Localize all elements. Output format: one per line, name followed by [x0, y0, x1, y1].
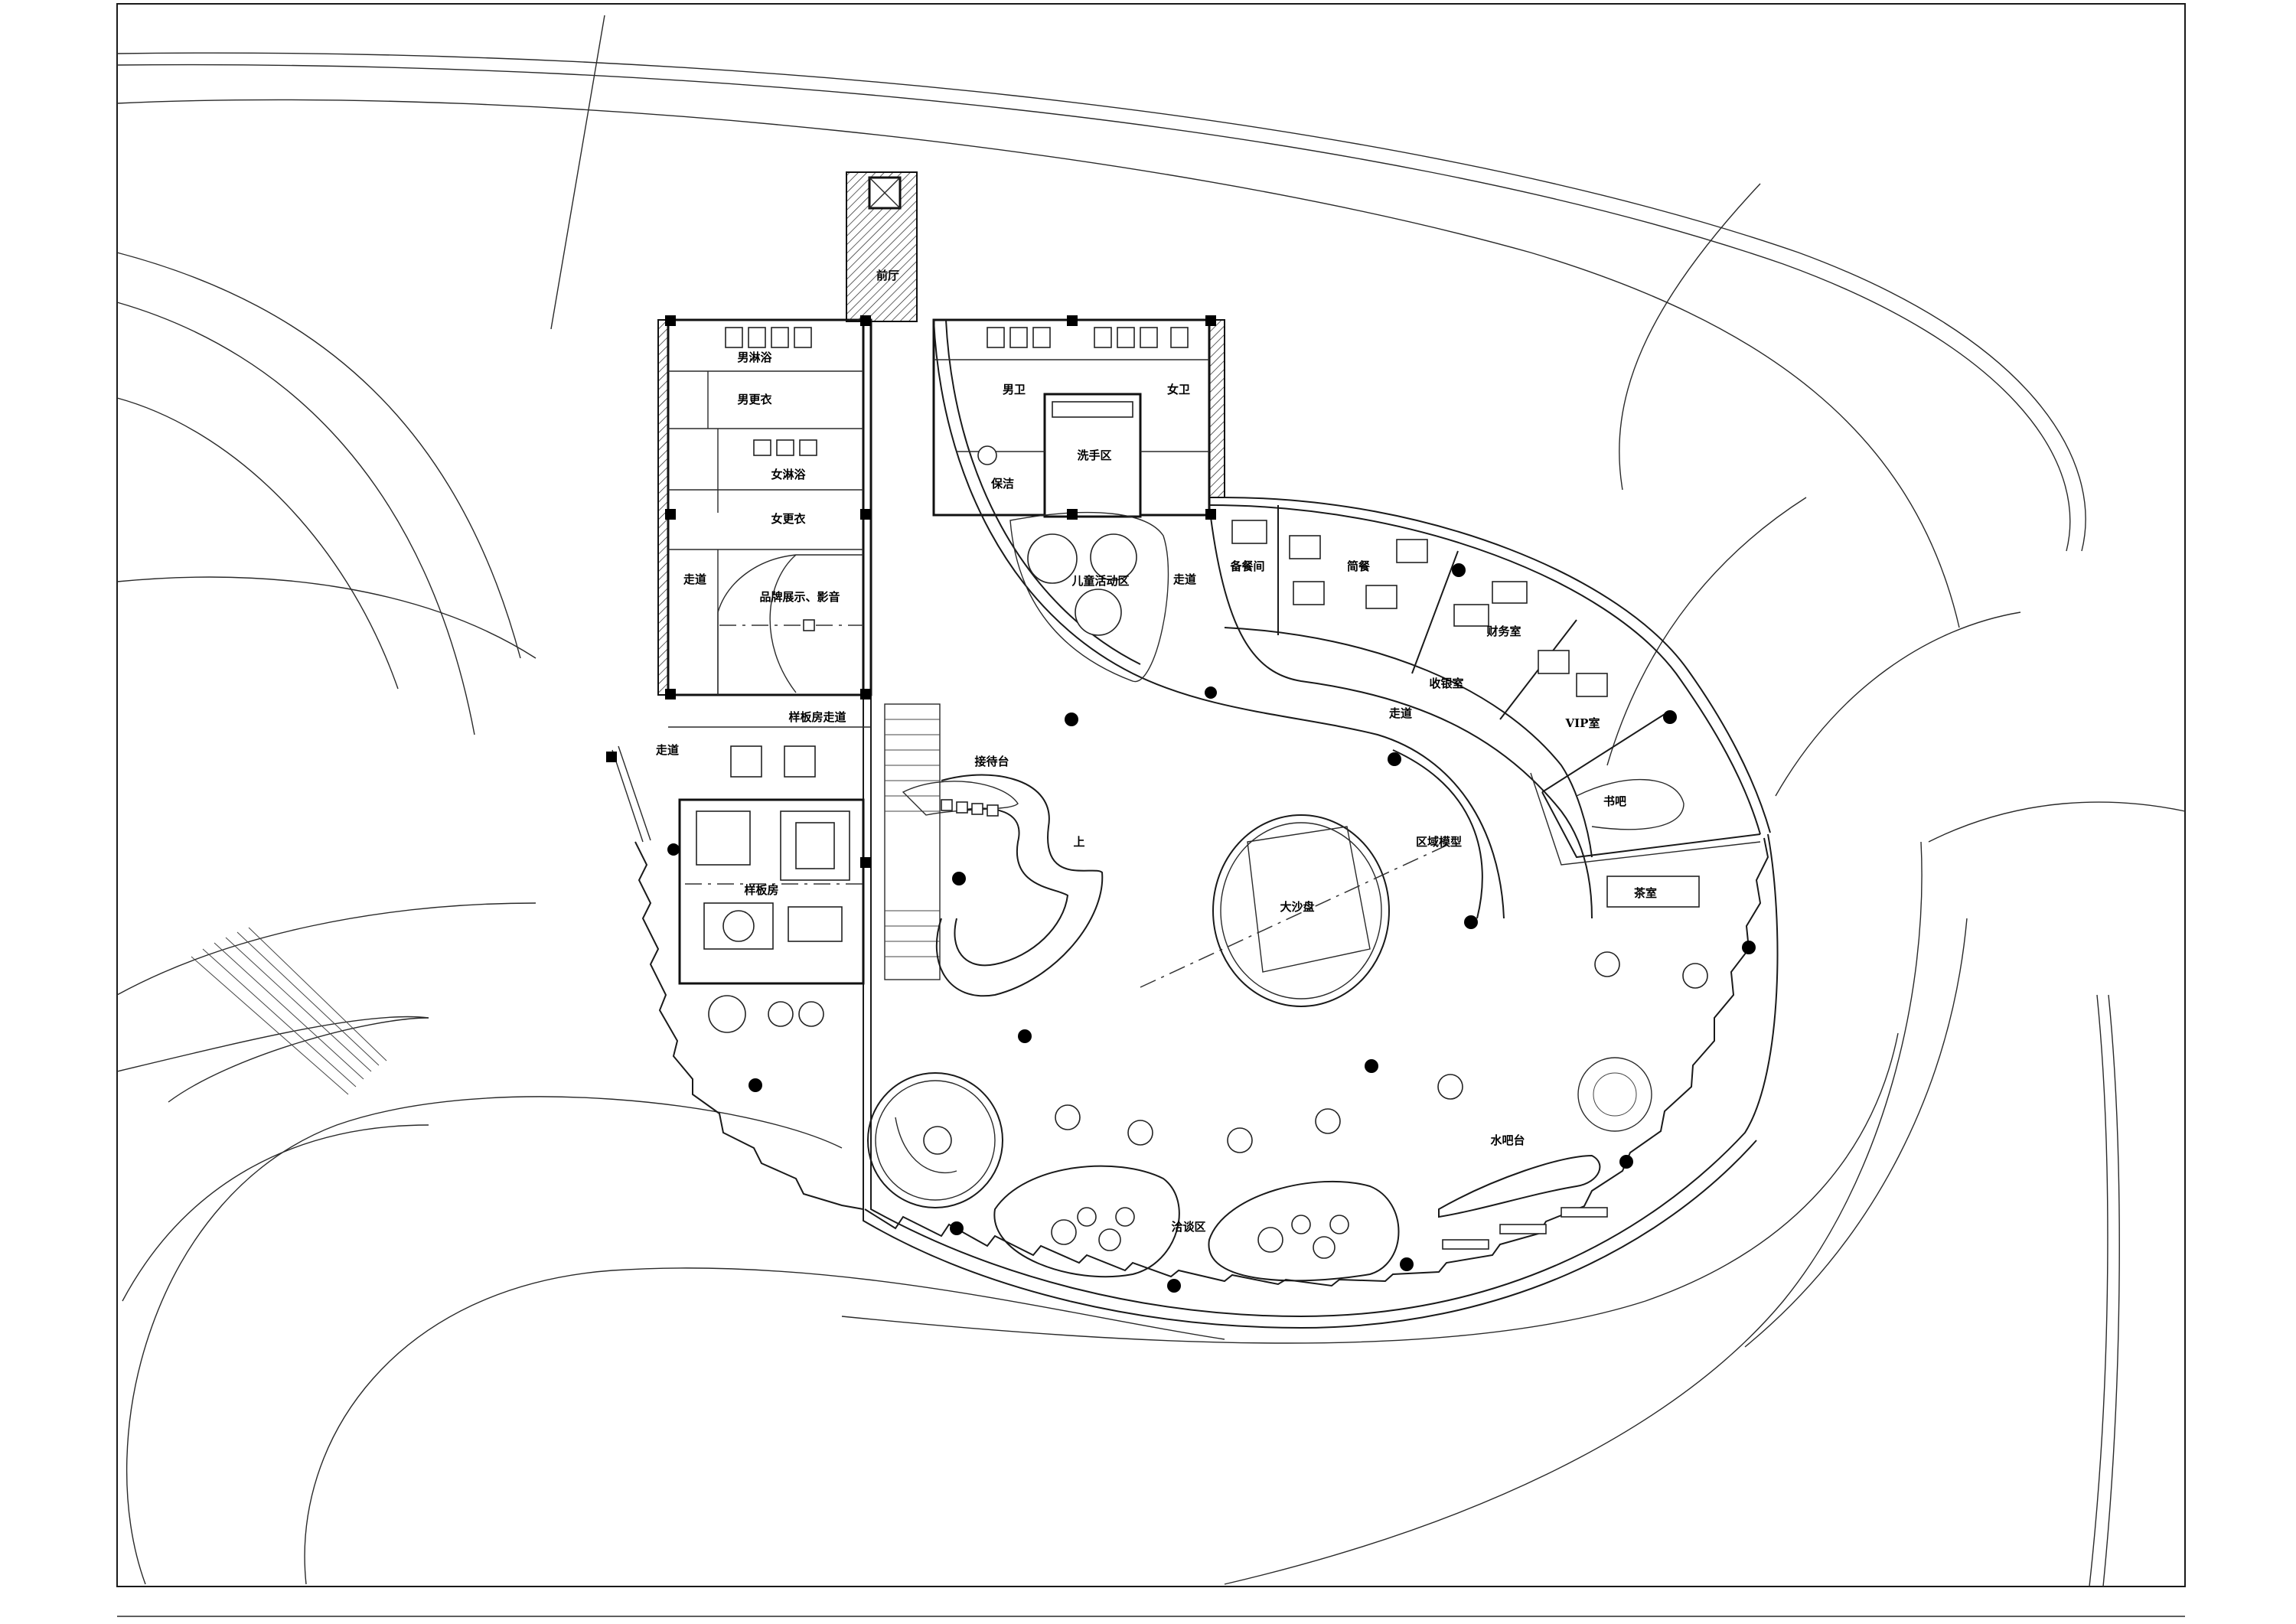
label-water-bar: 水吧台	[1490, 1133, 1525, 1147]
label-corridor-e: 走道	[1389, 706, 1412, 720]
label-pantry: 备餐间	[1229, 559, 1264, 573]
label-vip: VIP室	[1565, 716, 1600, 730]
label-corridor-c: 走道	[1173, 572, 1196, 586]
structural-columns	[606, 315, 1756, 1293]
site-curves	[116, 15, 2186, 1587]
drawing-frame	[116, 3, 2186, 1587]
label-corridor-w1: 走道	[683, 572, 706, 586]
toilet-partitions	[934, 327, 1209, 518]
label-staff-dining: 简餐	[1347, 559, 1371, 573]
label-sandtable: 大沙盘	[1280, 900, 1314, 914]
label-women-shower: 女淋浴	[771, 468, 806, 481]
negotiation-pods	[993, 1165, 1400, 1282]
building-outline	[612, 171, 1779, 1329]
label-model-room: 样板房	[744, 883, 778, 897]
label-negotiation: 洽谈区	[1171, 1220, 1205, 1234]
label-lobby-elev: 前厅	[876, 269, 899, 282]
label-bookbar: 书吧	[1603, 794, 1626, 808]
label-men-shower: 男淋浴	[737, 351, 772, 364]
label-wash-area: 洗手区	[1077, 448, 1111, 462]
kids-area-furniture	[1009, 511, 1169, 682]
central-features	[867, 703, 1483, 1208]
label-finance: 财务室	[1486, 624, 1521, 638]
label-cashier: 收银室	[1429, 677, 1463, 690]
label-women-wc: 女卫	[1167, 383, 1190, 396]
label-reception: 接待台	[974, 755, 1009, 768]
label-brand-show: 品牌展示、影音	[759, 590, 840, 604]
label-up-mark: 上	[1073, 835, 1084, 849]
label-model-corridor: 样板房走道	[788, 710, 846, 724]
label-corridor-w2: 走道	[656, 743, 679, 757]
west-wing-partitions	[668, 327, 871, 1033]
office-furniture	[1231, 520, 1608, 697]
label-tea-room: 茶室	[1634, 886, 1657, 900]
room-labels: 前厅 男淋浴 男更衣 女淋浴 女更衣 走道 品牌展示、影音 样板房走道 走道 样…	[656, 269, 1657, 1234]
label-women-change: 女更衣	[771, 512, 805, 526]
label-kids-area: 儿童活动区	[1071, 574, 1129, 588]
label-men-change: 男更衣	[737, 393, 771, 406]
lounge-tables	[1055, 779, 1708, 1250]
label-district-model: 区域模型	[1416, 835, 1462, 849]
label-men-wc: 男卫	[1003, 383, 1026, 396]
label-cleaning: 保洁	[990, 477, 1014, 491]
